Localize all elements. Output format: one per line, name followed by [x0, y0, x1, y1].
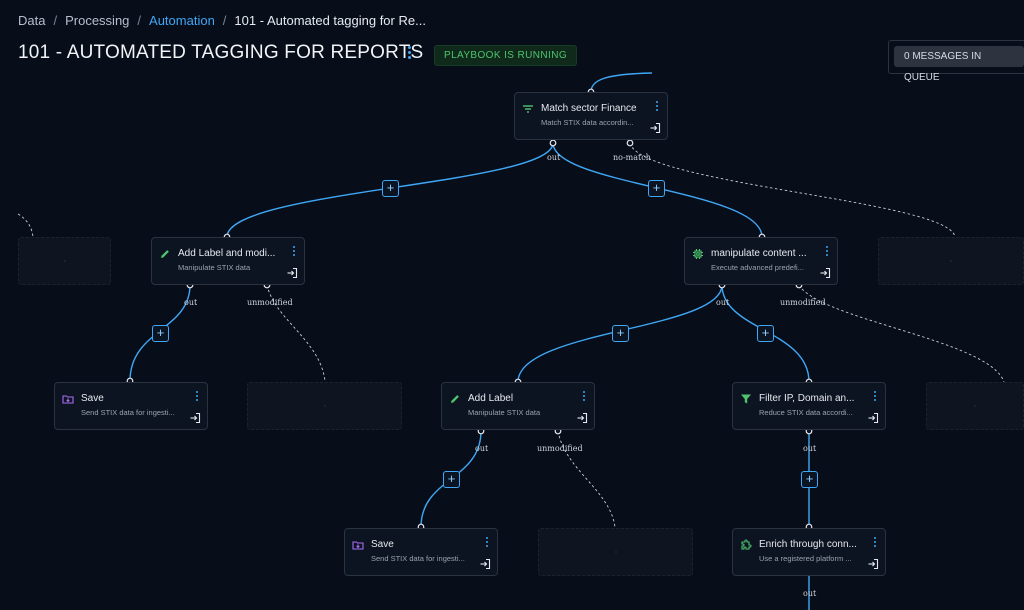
pencil-icon	[451, 395, 459, 403]
status-badge: PLAYBOOK IS RUNNING	[434, 45, 577, 66]
node-menu-icon[interactable]	[195, 391, 199, 403]
node-description: Manipulate STIX data	[468, 408, 541, 417]
node-description: Match STIX data accordin...	[541, 118, 634, 127]
messages-in-queue-button[interactable]: 0 MESSAGES IN QUEUE	[894, 46, 1024, 83]
page-title: 101 - AUTOMATED TAGGING FOR REPORTS	[18, 42, 424, 63]
open-node-icon[interactable]	[867, 412, 879, 424]
link-unmodified-3-dashed	[557, 430, 616, 528]
placeholder-node[interactable]	[878, 237, 1024, 285]
queue-panel	[888, 40, 1024, 74]
node-menu-icon[interactable]	[873, 391, 877, 403]
pencil-icon	[161, 250, 169, 258]
breadcrumb-data[interactable]: Data	[18, 13, 46, 28]
open-node-icon[interactable]	[819, 267, 831, 279]
folder-icon	[352, 541, 364, 550]
link-unmodified-2-dashed	[798, 284, 1005, 383]
funnel-icon	[741, 394, 751, 404]
breadcrumb-separator: /	[53, 13, 58, 28]
port-label-out: out	[547, 153, 561, 162]
node-title: Save	[371, 539, 394, 550]
filter-lines-icon	[523, 105, 533, 113]
open-node-icon[interactable]	[867, 558, 879, 570]
add-step-button[interactable]: +	[612, 325, 629, 342]
node-description: Manipulate STIX data	[178, 263, 251, 272]
node-menu-icon[interactable]	[655, 101, 659, 113]
node-description: Send STIX data for ingesti...	[371, 554, 465, 563]
add-step-button[interactable]: +	[382, 180, 399, 197]
port-label-out: out	[803, 589, 817, 598]
node-manipulate-content[interactable]: manipulate content ... Execute advanced …	[684, 237, 838, 285]
link-entry	[590, 72, 653, 93]
breadcrumb-automation[interactable]: Automation	[149, 13, 215, 28]
add-step-button[interactable]: +	[801, 471, 818, 488]
node-save[interactable]: Save Send STIX data for ingesti...	[344, 528, 498, 576]
node-save[interactable]: Save Send STIX data for ingesti...	[54, 382, 208, 430]
open-node-icon[interactable]	[286, 267, 298, 279]
port-label-out: out	[803, 444, 817, 453]
placeholder-node[interactable]	[538, 528, 693, 576]
open-node-icon[interactable]	[576, 412, 588, 424]
node-title: manipulate content ...	[711, 248, 807, 259]
add-step-button[interactable]: +	[648, 180, 665, 197]
puzzle-icon	[741, 539, 752, 550]
breadcrumb: Data / Processing / Automation / 101 - A…	[18, 13, 426, 28]
node-add-label[interactable]: Add Label Manipulate STIX data	[441, 382, 595, 430]
port-label-unmodified: unmodified	[537, 444, 583, 453]
add-step-button[interactable]: +	[152, 325, 169, 342]
link-unmodified-1-dashed	[266, 284, 326, 382]
open-node-icon[interactable]	[189, 412, 201, 424]
node-title: Filter IP, Domain an...	[759, 393, 855, 404]
port-label-out: out	[475, 444, 489, 453]
port-label-out: out	[716, 298, 730, 307]
cpu-icon	[693, 249, 703, 259]
breadcrumb-processing[interactable]: Processing	[65, 13, 130, 28]
node-title: Add Label and modi...	[178, 248, 276, 259]
node-filter-ip-domain[interactable]: Filter IP, Domain an... Reduce STIX data…	[732, 382, 886, 430]
node-menu-icon[interactable]	[873, 537, 877, 549]
placeholder-node[interactable]	[247, 382, 402, 430]
open-node-icon[interactable]	[479, 558, 491, 570]
node-menu-icon[interactable]	[582, 391, 586, 403]
node-title: Add Label	[468, 393, 514, 404]
node-menu-icon[interactable]	[292, 246, 296, 258]
node-description: Reduce STIX data accordi...	[759, 408, 853, 417]
open-node-icon[interactable]	[649, 122, 661, 134]
node-title: Match sector Finance	[541, 103, 637, 114]
port-no-match	[626, 139, 634, 147]
node-menu-icon[interactable]	[825, 246, 829, 258]
folder-icon	[62, 395, 74, 404]
placeholder-node[interactable]	[18, 237, 111, 285]
node-enrich-through-connector[interactable]: Enrich through conn... Use a registered …	[732, 528, 886, 576]
node-description: Send STIX data for ingesti...	[81, 408, 175, 417]
breadcrumb-separator: /	[137, 13, 142, 28]
playbook-menu-icon[interactable]	[404, 44, 414, 62]
breadcrumb-current: 101 - Automated tagging for Re...	[234, 13, 426, 28]
node-title: Save	[81, 393, 104, 404]
placeholder-node[interactable]	[926, 382, 1024, 430]
port-label-unmodified: unmodified	[247, 298, 293, 307]
port-out	[549, 139, 557, 147]
port-label-no-match: no-match	[613, 153, 651, 162]
breadcrumb-separator: /	[222, 13, 227, 28]
node-menu-icon[interactable]	[485, 537, 489, 549]
node-title: Enrich through conn...	[759, 539, 857, 550]
node-match-sector-finance[interactable]: Match sector Finance Match STIX data acc…	[514, 92, 668, 140]
node-add-label-and-modify[interactable]: Add Label and modi... Manipulate STIX da…	[151, 237, 305, 285]
add-step-button[interactable]: +	[757, 325, 774, 342]
add-step-button[interactable]: +	[443, 471, 460, 488]
link-left-dashed	[17, 213, 34, 238]
port-label-out: out	[184, 298, 198, 307]
node-description: Use a registered platform ...	[759, 554, 852, 563]
link-no-match-dashed	[629, 142, 956, 238]
port-label-unmodified: unmodified	[780, 298, 826, 307]
node-description: Execute advanced predefi...	[711, 263, 804, 272]
